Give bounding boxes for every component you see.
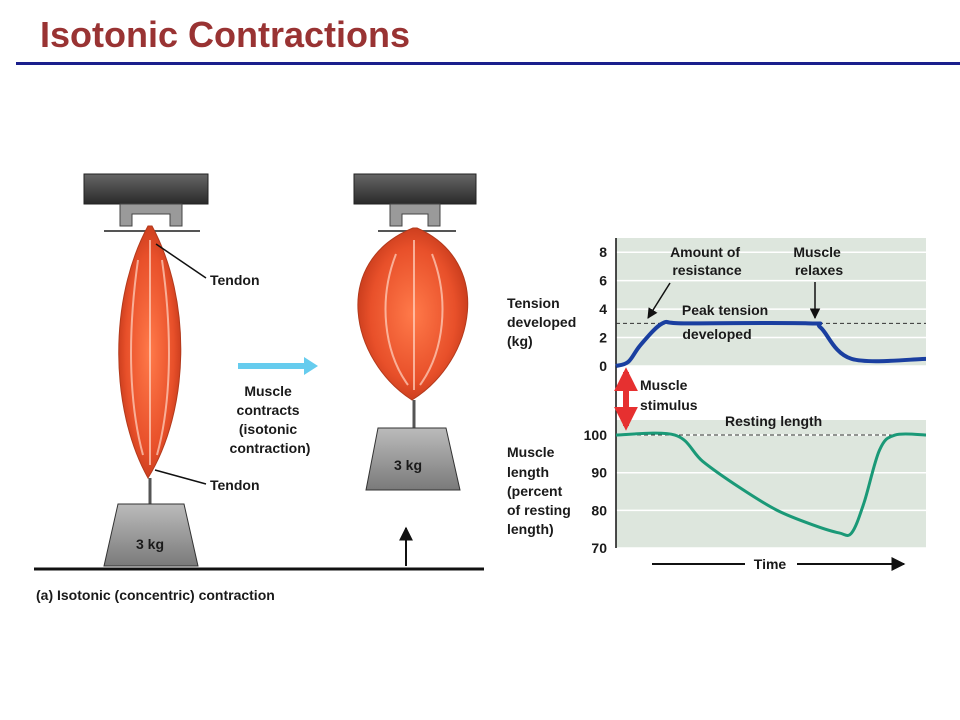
resistance-pointer bbox=[647, 282, 671, 319]
weight-right-label: 3 kg bbox=[394, 457, 422, 473]
contracted-muscle bbox=[357, 227, 469, 401]
length-ylabel: Muscle length (percent of resting length… bbox=[507, 444, 575, 537]
length-ylabel-3: (percent bbox=[507, 483, 563, 499]
clamp-right bbox=[389, 203, 441, 227]
length-ylabel-5: length) bbox=[507, 521, 554, 537]
tension-ylabel: Tension developed (kg) bbox=[507, 295, 580, 349]
top-support-bar bbox=[83, 173, 209, 205]
stimulus-line-2: stimulus bbox=[640, 397, 698, 413]
x-axis-label: Time bbox=[754, 556, 787, 572]
tension-series-line bbox=[615, 319, 927, 368]
panel-caption: (a) Isotonic (concentric) contraction bbox=[36, 587, 275, 603]
annotation-muscle-relaxes: Muscle relaxes bbox=[793, 244, 844, 278]
contraction-caption: Muscle contracts (isotonic contraction) bbox=[230, 383, 311, 456]
stimulus-line-1: Muscle bbox=[640, 377, 688, 393]
title-divider bbox=[16, 62, 960, 65]
relaxes-line-1: Muscle bbox=[793, 244, 841, 260]
tension-plot-bg bbox=[616, 238, 926, 366]
weight-right bbox=[365, 427, 461, 491]
tension-tick-label: 0 bbox=[599, 358, 607, 374]
length-tick-label: 100 bbox=[584, 427, 608, 443]
caption-line-4: contraction) bbox=[230, 440, 311, 456]
contraction-arrow bbox=[238, 357, 318, 375]
resistance-line-2: resistance bbox=[672, 262, 741, 278]
annotation-peak-tension: Peak tension developed bbox=[682, 302, 772, 342]
length-tick-label: 90 bbox=[591, 465, 607, 481]
tension-ylabel-1: Tension bbox=[507, 295, 560, 311]
tendon-pointer-top bbox=[155, 243, 207, 279]
peak-line-1: Peak tension bbox=[682, 302, 768, 318]
length-tick-label: 80 bbox=[591, 502, 607, 518]
tendon-pointer-bottom bbox=[154, 469, 207, 485]
clamp bbox=[119, 203, 183, 227]
tension-ylabel-3: (kg) bbox=[507, 333, 533, 349]
resting-length-label: Resting length bbox=[725, 413, 822, 429]
length-ylabel-1: Muscle bbox=[507, 444, 555, 460]
contracted-muscle-setup: 3 kg bbox=[353, 173, 477, 566]
stimulus-label: Muscle stimulus bbox=[640, 377, 698, 413]
tension-tick-label: 8 bbox=[599, 244, 607, 260]
caption-line-1: Muscle bbox=[244, 383, 292, 399]
muscle-fibers bbox=[130, 240, 170, 465]
length-ylabel-4: of resting bbox=[507, 502, 571, 518]
length-plot-bg bbox=[616, 420, 926, 548]
relaxed-muscle-setup: Tendon Tendon 3 kg bbox=[83, 173, 260, 567]
length-tick-labels: 70 80 90 100 bbox=[584, 427, 608, 556]
tension-tick-label: 4 bbox=[599, 301, 607, 317]
length-tick-label: 70 bbox=[591, 540, 607, 556]
tension-tick-label: 6 bbox=[599, 273, 607, 289]
top-support-bar-right bbox=[353, 173, 477, 205]
caption-line-3: (isotonic bbox=[239, 421, 298, 437]
tension-tick-label: 2 bbox=[599, 330, 607, 346]
weight-left-label: 3 kg bbox=[136, 536, 164, 552]
resistance-line-1: Amount of bbox=[670, 244, 740, 260]
chart: 0 2 4 6 8 70 80 90 100 Tension developed (kg) M… bbox=[507, 238, 927, 572]
weight-left bbox=[103, 503, 199, 567]
tension-ylabel-2: developed bbox=[507, 314, 576, 330]
annotation-amount-of-resistance: Amount of resistance bbox=[670, 244, 744, 278]
tendon-label-bottom: Tendon bbox=[210, 477, 260, 493]
tendon-label-top: Tendon bbox=[210, 272, 260, 288]
contraction-arrow-group: Muscle contracts (isotonic contraction) bbox=[230, 357, 318, 456]
tension-tick-labels: 0 2 4 6 8 bbox=[599, 244, 607, 374]
slide-title: Isotonic Contractions bbox=[40, 14, 411, 55]
peak-line-2: developed bbox=[682, 326, 751, 342]
contracted-fibers bbox=[384, 240, 444, 390]
length-ylabel-2: length bbox=[507, 464, 549, 480]
length-series-line bbox=[615, 431, 927, 537]
relaxes-line-2: relaxes bbox=[795, 262, 843, 278]
caption-line-2: contracts bbox=[237, 402, 300, 418]
tension-grid bbox=[616, 251, 926, 367]
